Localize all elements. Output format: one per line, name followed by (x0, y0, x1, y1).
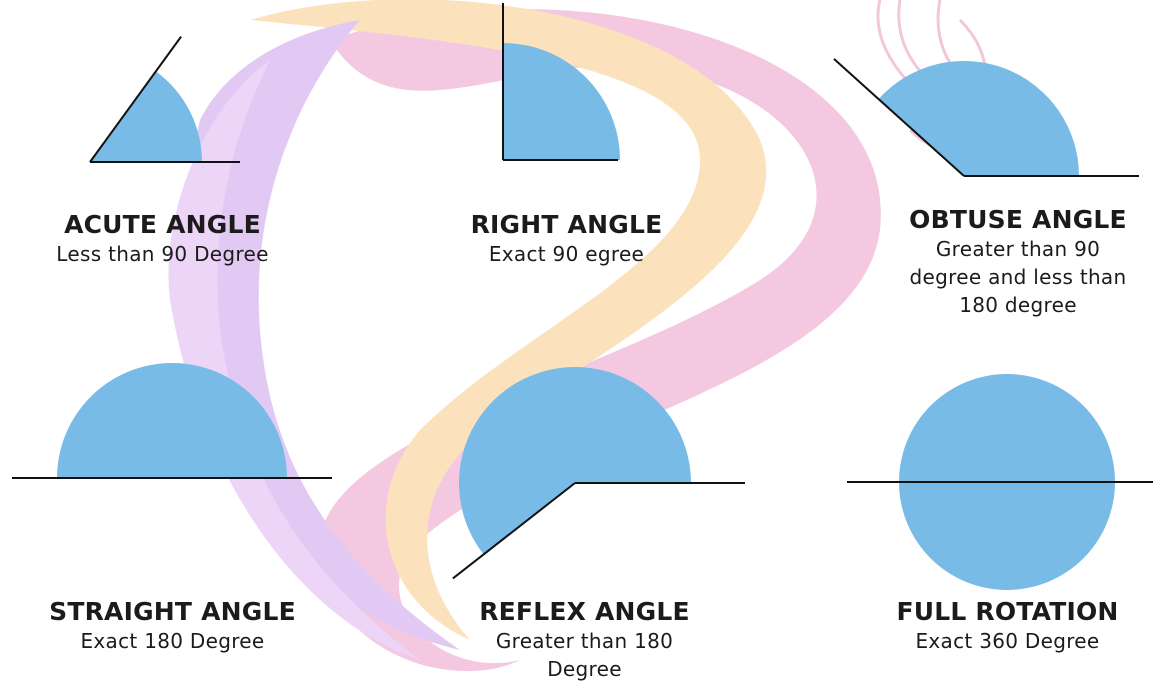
reflex-angle-title: REFLEX ANGLE (479, 597, 690, 626)
full-rotation-card: FULL ROTATION Exact 360 Degree (845, 597, 1153, 655)
reflex-angle-card: REFLEX ANGLE Greater than 180 Degree (422, 597, 747, 683)
straight-angle-sector (57, 363, 287, 478)
acute-angle-title: ACUTE ANGLE (64, 210, 261, 239)
straight-angle-desc: Exact 180 Degree (80, 629, 265, 653)
acute-angle-terminal-ray (89, 36, 182, 163)
straight-angle-title: STRAIGHT ANGLE (49, 597, 296, 626)
obtuse-angle-card: OBTUSE ANGLE Greater than 90 degree and … (853, 205, 1153, 319)
reflex-angle-sector (458, 366, 691, 555)
reflex-angle-desc-line-1: Greater than 180 (495, 629, 674, 653)
obtuse-angle-sector (878, 60, 1079, 176)
obtuse-angle-terminal-ray (833, 58, 965, 177)
obtuse-angle-desc-line-3: 180 degree (959, 293, 1077, 317)
obtuse-angle-title: OBTUSE ANGLE (909, 205, 1127, 234)
watermark-pink-ribbon (319, 9, 881, 672)
watermark-purple-ribbon-2 (168, 60, 420, 660)
acute-angle-desc: Less than 90 Degree (56, 242, 269, 266)
obtuse-angle-desc-line-1: Greater than 90 (935, 237, 1101, 261)
reflex-angle-terminal-ray (452, 482, 576, 580)
straight-angle-card: STRAIGHT ANGLE Exact 180 Degree (10, 597, 335, 655)
right-angle-title: RIGHT ANGLE (470, 210, 663, 239)
right-angle-desc: Exact 90 egree (488, 242, 645, 266)
right-angle-card: RIGHT ANGLE Exact 90 egree (404, 210, 729, 268)
obtuse-angle-desc-line-2: degree and less than (909, 265, 1127, 289)
full-rotation-title: FULL ROTATION (896, 597, 1119, 626)
full-rotation-desc: Exact 360 Degree (915, 629, 1100, 653)
acute-angle-card: ACUTE ANGLE Less than 90 Degree (0, 210, 325, 268)
reflex-angle-desc-line-2: Degree (547, 657, 622, 681)
acute-angle-sector (90, 71, 202, 162)
angle-figures (12, 3, 1153, 590)
right-angle-sector (503, 43, 620, 160)
